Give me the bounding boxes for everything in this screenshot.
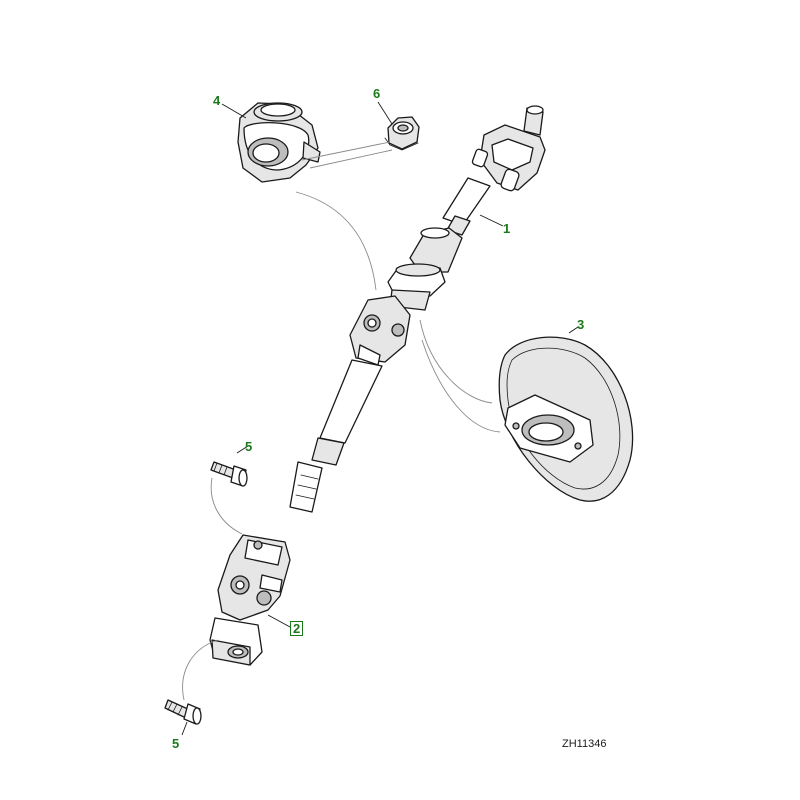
part-2-universal-joint xyxy=(209,534,291,666)
leader-6 xyxy=(377,101,393,125)
leader-4 xyxy=(221,103,247,119)
callout-5-lower: 5 xyxy=(172,736,180,751)
callout-4: 4 xyxy=(213,93,221,108)
callout-2: 2 xyxy=(290,621,304,636)
guide-nut-to-seal-lower xyxy=(309,149,393,169)
leader-5-upper xyxy=(236,445,249,454)
part-1-steering-shaft xyxy=(289,105,546,513)
leader-5-lower xyxy=(181,721,188,736)
part-5-lower-bolt xyxy=(164,699,202,725)
part-4-bearing-seal xyxy=(237,102,321,183)
leader-2 xyxy=(267,614,291,628)
guide-shaft-to-grommet-lower xyxy=(421,339,501,433)
assembly-guides xyxy=(182,141,501,701)
guide-seal-to-shaft xyxy=(295,191,377,291)
part-3-grommet xyxy=(498,336,634,502)
guide-bolt-to-joint xyxy=(210,477,243,535)
guide-nut-to-seal-upper xyxy=(301,141,391,161)
callout-5-upper: 5 xyxy=(245,439,253,454)
leader-3 xyxy=(568,326,579,334)
guide-joint-to-bolt xyxy=(182,639,219,701)
callout-1: 1 xyxy=(503,221,511,236)
part-6-nut xyxy=(384,116,420,151)
leader-1 xyxy=(479,214,504,227)
leader-lines xyxy=(181,101,579,736)
drawing-reference-code: ZH11346 xyxy=(562,738,607,750)
guide-shaft-to-grommet-upper xyxy=(419,319,493,404)
part-5-upper-bolt xyxy=(210,461,248,487)
callout-3: 3 xyxy=(577,317,585,332)
callout-6: 6 xyxy=(373,86,381,101)
